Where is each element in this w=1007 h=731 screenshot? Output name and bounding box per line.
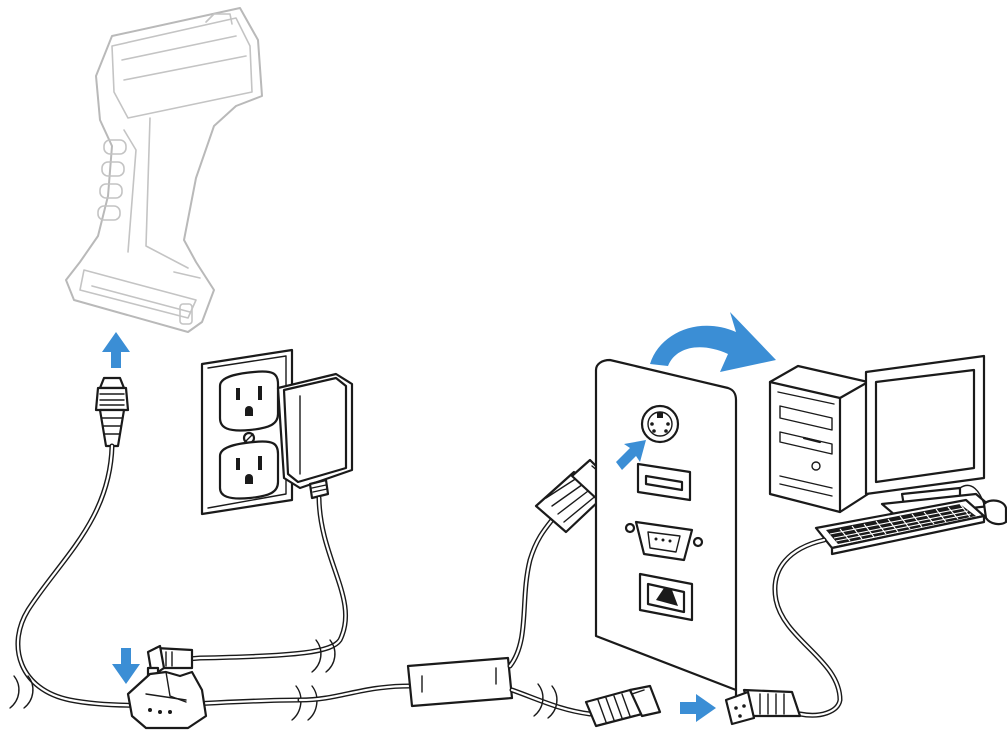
cable-power-jack: [128, 672, 206, 728]
curved-arrow-icon: [650, 312, 776, 372]
right-arrow-icon: [680, 694, 716, 722]
down-arrow-icon: [112, 648, 140, 684]
wall-outlet: [202, 350, 292, 514]
cable-break-mark: [292, 686, 317, 720]
scanner-cable-connector: [96, 378, 128, 446]
cable-splitter-box: [408, 658, 512, 706]
monitor: [866, 356, 990, 516]
cable-keyboard-plug: [586, 686, 660, 726]
handheld-scanner: [66, 8, 262, 332]
computer-port-panel: [596, 360, 736, 700]
keyboard-ps2-plug: [726, 690, 800, 724]
power-adapter: [278, 374, 352, 498]
host-computer: [770, 366, 868, 512]
up-arrow-icon: [102, 332, 130, 368]
